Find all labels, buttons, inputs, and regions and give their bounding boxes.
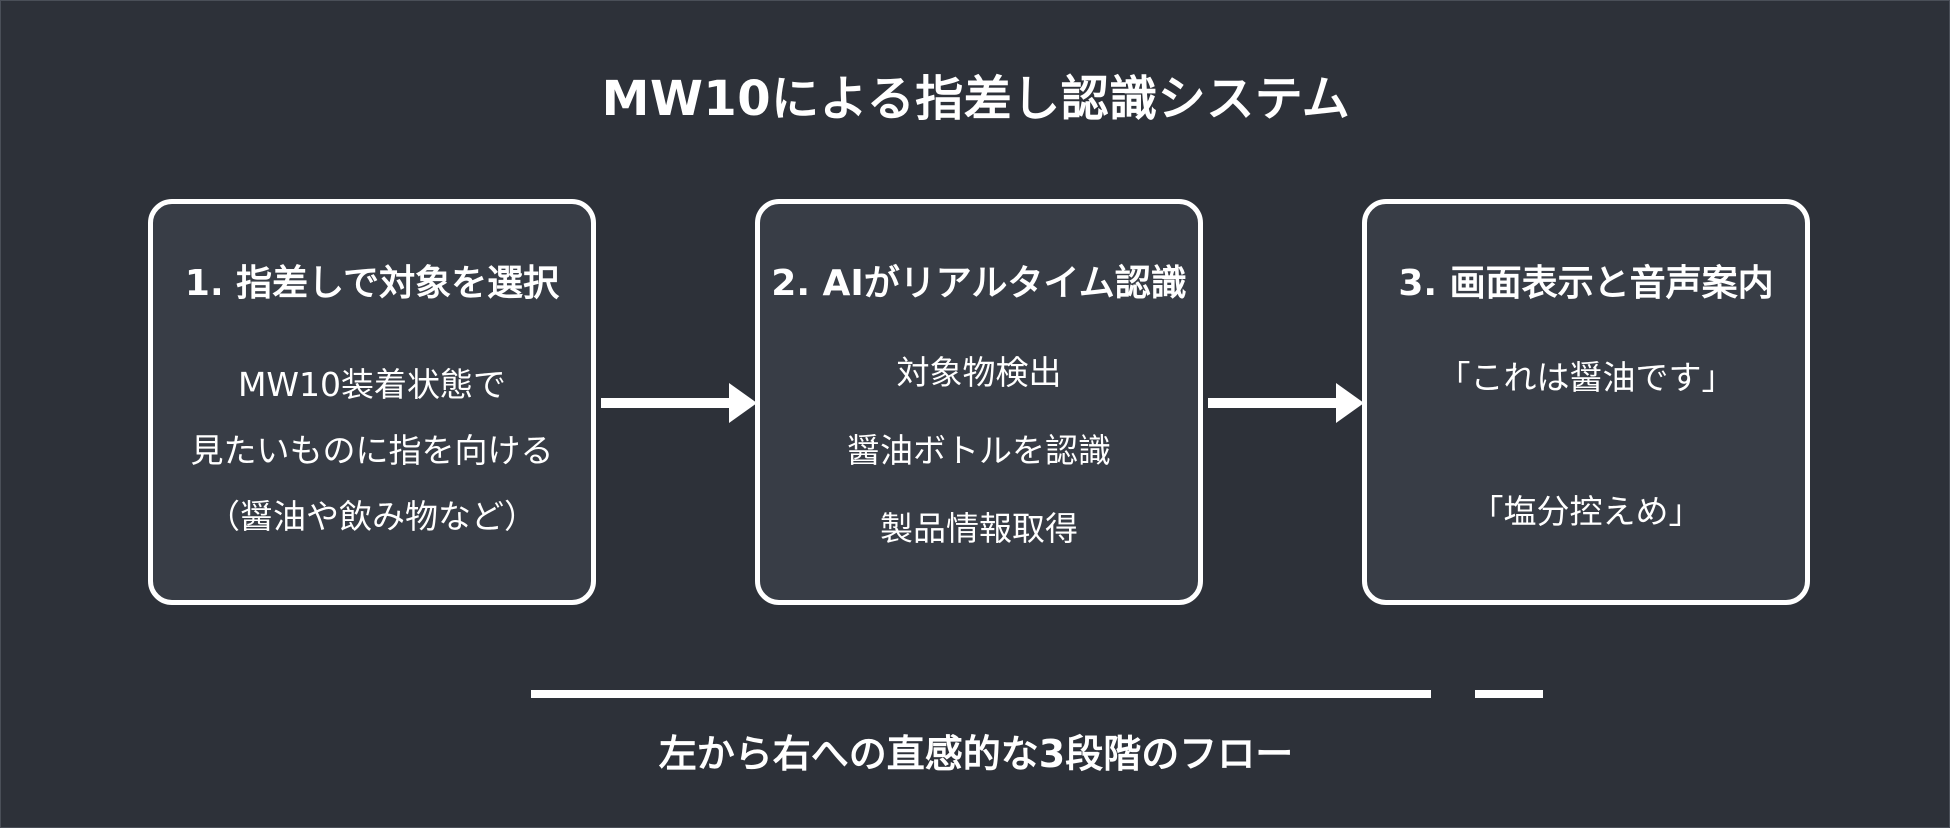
- step-title-1: 1. 指差しで対象を選択: [184, 263, 560, 304]
- step-line: 「塩分控えめ」: [1470, 492, 1702, 531]
- flow-caption: 左から右への直感的な3段階のフロー: [658, 732, 1294, 776]
- step-line: MW10装着状態で: [237, 365, 507, 404]
- step-description-3: 「これは醤油です」 「塩分控えめ」: [1367, 348, 1805, 616]
- flow-line-end: [1475, 690, 1543, 698]
- step-title-3: 3. 画面表示と音声案内: [1398, 263, 1774, 304]
- step-line: 見たいものに指を向ける: [190, 431, 554, 470]
- step-box-1: 1. 指差しで対象を選択 MW10装着状態で 見たいものに指を向ける （醤油や飲…: [148, 199, 596, 605]
- flow-line: [531, 690, 1431, 698]
- step-box-2: 2. AIがリアルタイム認識 対象物検出 醤油ボトルを認識 製品情報取得: [755, 199, 1203, 605]
- step-line: 製品情報取得: [880, 509, 1078, 548]
- arrow-right-icon: [601, 383, 757, 423]
- step-title-2: 2. AIがリアルタイム認識: [771, 263, 1187, 304]
- diagram-title: MW10による指差し認識システム: [601, 71, 1351, 127]
- step-line: 「これは醤油です」: [1437, 358, 1735, 397]
- step-line: （醤油や飲み物など）: [207, 497, 537, 536]
- step-line: 対象物検出: [896, 353, 1062, 392]
- step-description-2: 対象物検出 醤油ボトルを認識 製品情報取得: [760, 334, 1198, 568]
- step-box-3: 3. 画面表示と音声案内 「これは醤油です」 「塩分控えめ」: [1362, 199, 1810, 605]
- arrow-right-icon: [1208, 383, 1364, 423]
- step-line: 醤油ボトルを認識: [847, 431, 1111, 470]
- step-description-1: MW10装着状態で 見たいものに指を向ける （醤油や飲み物など）: [153, 352, 591, 550]
